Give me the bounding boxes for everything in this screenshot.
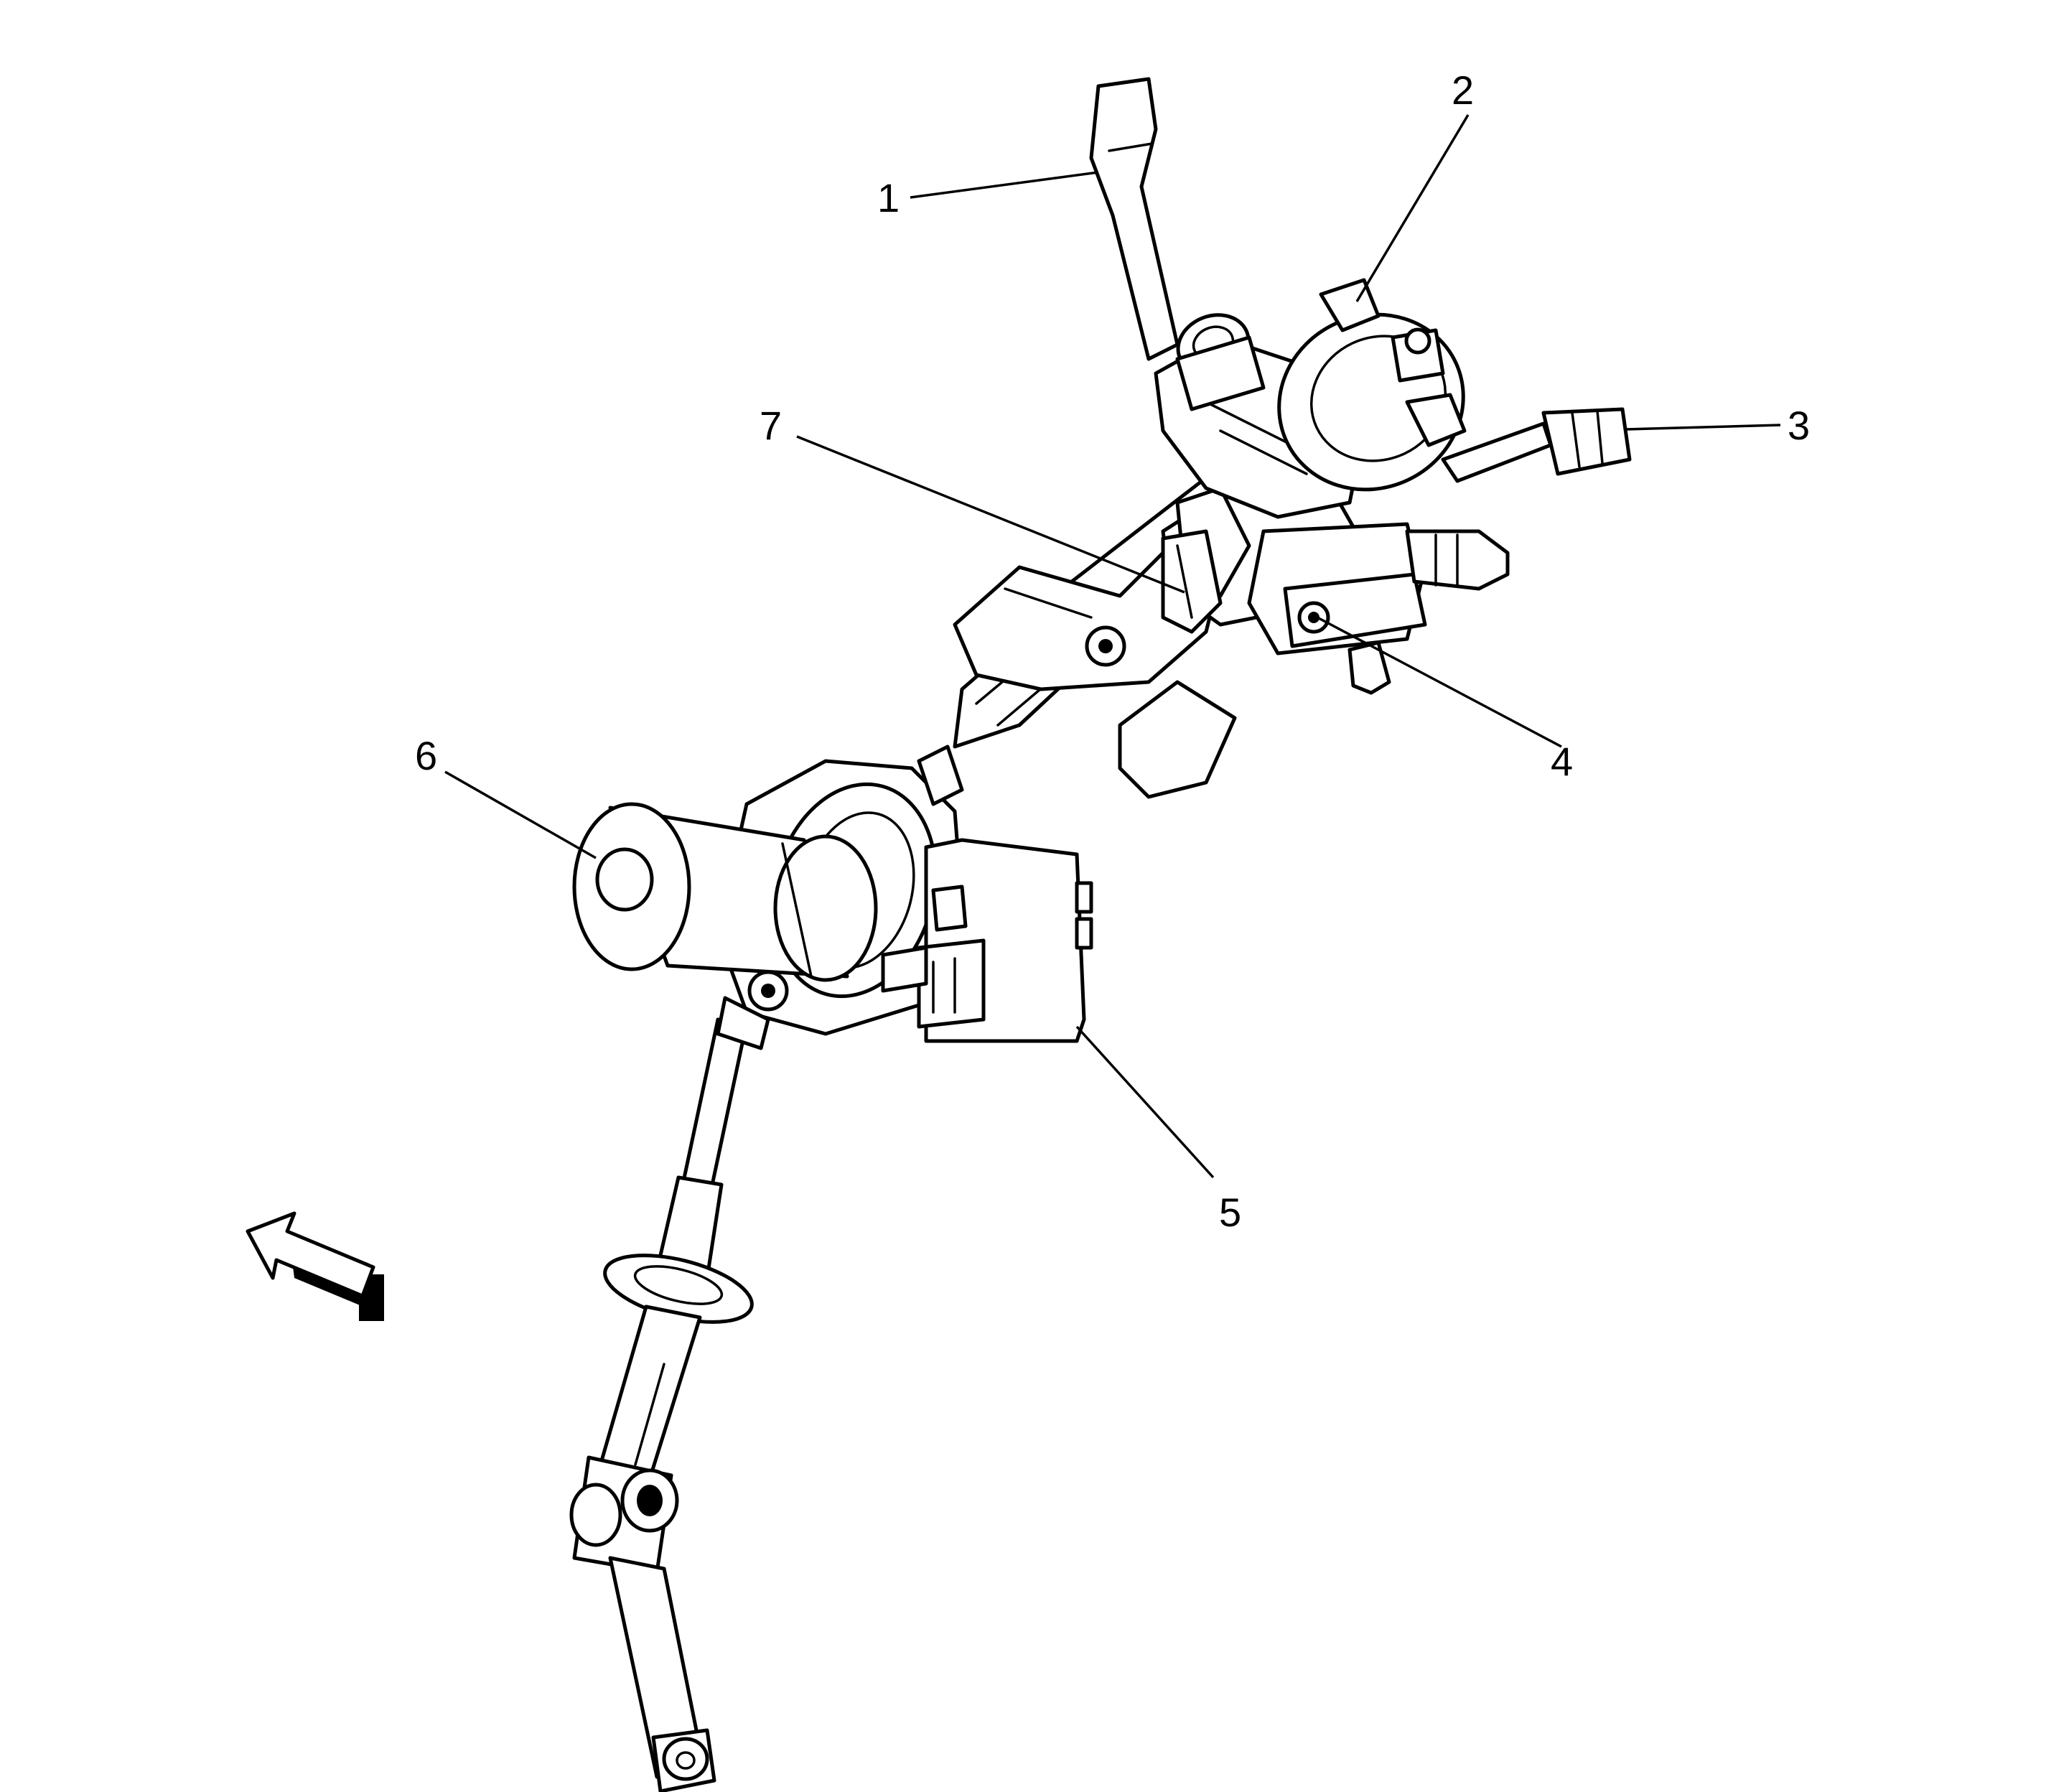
callout-labels: 1 2 3 4 5 6 7: [415, 67, 1810, 1235]
callout-1: 1: [877, 175, 900, 220]
leader-line-4: [1317, 616, 1562, 748]
wiper-lever: [1441, 407, 1632, 483]
leader-line-3: [1625, 424, 1781, 431]
clock-spring-coil: [1277, 278, 1467, 492]
callout-2: 2: [1452, 67, 1474, 113]
leader-line-7: [796, 435, 1185, 594]
callout-3: 3: [1788, 403, 1810, 448]
leader-line-5: [1075, 1025, 1215, 1179]
power-steering-control-module: [881, 838, 1093, 1043]
callout-6: 6: [415, 733, 437, 778]
callout-7: 7: [760, 403, 782, 448]
intermediate-shaft: [569, 1017, 754, 1792]
leader-line-2: [1355, 114, 1470, 302]
front-direction-arrow-icon: [246, 1211, 384, 1321]
ignition-lock-housing: [1247, 522, 1510, 695]
column-mounting-bracket: [953, 551, 1237, 799]
steering-shaft-end: [1161, 529, 1223, 634]
callout-5: 5: [1219, 1190, 1241, 1235]
leader-line-1: [910, 171, 1099, 199]
power-steering-motor: [572, 802, 878, 982]
turn-signal-lever: [1089, 77, 1266, 411]
leader-lines: [444, 114, 1781, 1179]
leader-line-6: [444, 770, 597, 859]
callout-4: 4: [1551, 739, 1573, 784]
